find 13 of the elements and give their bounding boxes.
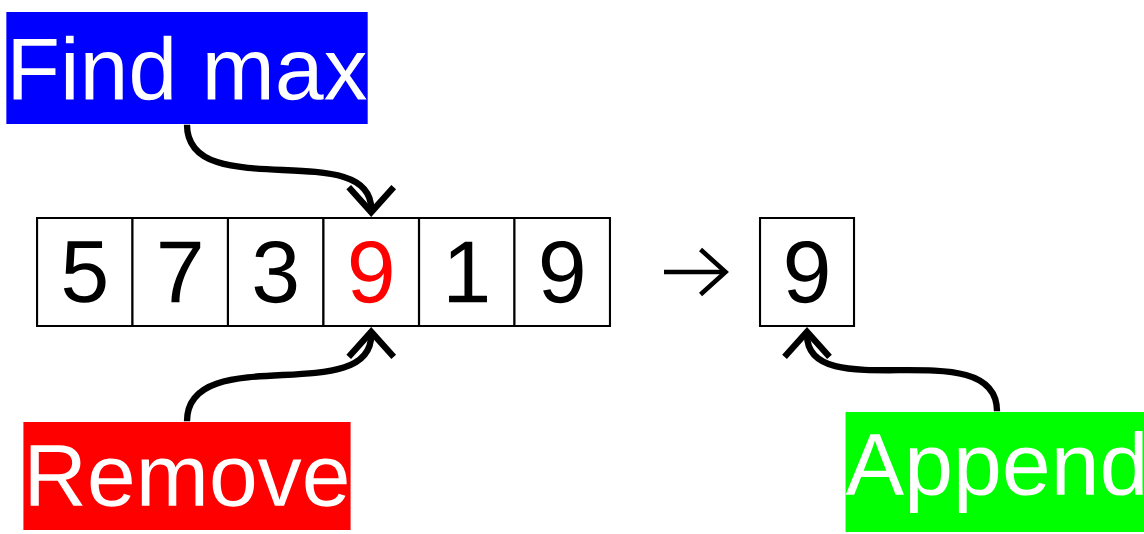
array-cell: 1 xyxy=(418,216,516,328)
label-box: Append xyxy=(845,412,1144,532)
array-cell: 5 xyxy=(36,216,134,328)
array-cell: 7 xyxy=(131,216,229,328)
array-cell: 3 xyxy=(226,216,325,328)
arrow xyxy=(183,327,397,422)
arrow xyxy=(782,327,1001,412)
array-cell: 9 xyxy=(322,216,420,328)
label-box: Remove xyxy=(23,422,351,530)
label-box: Find max xyxy=(6,12,368,124)
arrow xyxy=(183,124,397,217)
array-cell: 9 xyxy=(513,216,612,328)
array-cell: 9 xyxy=(758,216,856,328)
